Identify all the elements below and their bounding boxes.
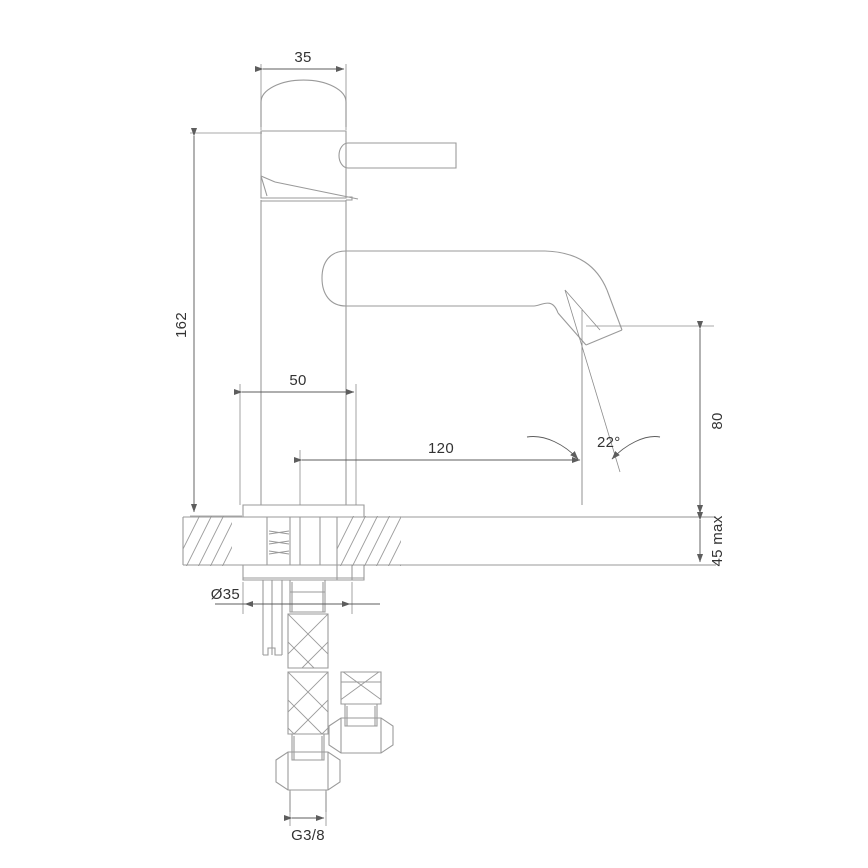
hose-coupling-lower <box>291 734 325 761</box>
dim-label-120: 120 <box>428 440 454 457</box>
countertop-slab <box>182 516 716 566</box>
hex-nut-side <box>328 717 394 754</box>
dim-label-d35: Ø35 <box>211 586 240 603</box>
dim-label-50: 50 <box>289 372 306 389</box>
dimension-spout-reach: 120 <box>293 343 583 505</box>
dimension-body-width: 35 <box>254 49 347 130</box>
faucet-body-column <box>260 79 347 127</box>
thread-profile <box>268 530 290 555</box>
hose-nut-upper <box>289 580 326 613</box>
mounting-stud <box>262 580 283 656</box>
countertop-hatch-left <box>183 516 232 566</box>
dim-label-g38: G3/8 <box>291 827 325 844</box>
dimension-thread-size: G3/8 <box>283 792 327 844</box>
braided-hose-side <box>340 671 382 705</box>
dim-label-35: 35 <box>294 49 311 66</box>
dim-label-162: 162 <box>173 312 190 338</box>
threaded-shank <box>266 517 338 565</box>
braided-hose-lower <box>287 671 329 735</box>
spout-arm <box>321 250 623 346</box>
dimension-outlet-angle: 22° <box>526 289 661 505</box>
countertop-hatch-right <box>337 516 401 566</box>
dimension-counter-thickness: 45 max <box>690 511 726 567</box>
handle-lever <box>338 142 457 169</box>
mounting-plate <box>242 564 365 581</box>
dim-label-45max: 45 max <box>709 515 726 566</box>
braided-hose-upper <box>287 613 329 669</box>
handle-cartridge-block <box>260 130 359 201</box>
faucet-lower-column <box>260 200 347 505</box>
dim-label-80: 80 <box>709 412 726 429</box>
hose-coupling-side <box>344 704 378 727</box>
dimension-overall-height: 162 <box>173 127 262 517</box>
hex-nut-bottom <box>275 751 341 812</box>
dimension-shank-diameter: Ø35 <box>211 582 380 614</box>
dimension-base-width: 50 <box>233 372 357 505</box>
dimension-spout-height: 80 <box>586 320 726 518</box>
dim-label-22deg: 22° <box>597 434 621 451</box>
base-escutcheon <box>242 504 365 518</box>
